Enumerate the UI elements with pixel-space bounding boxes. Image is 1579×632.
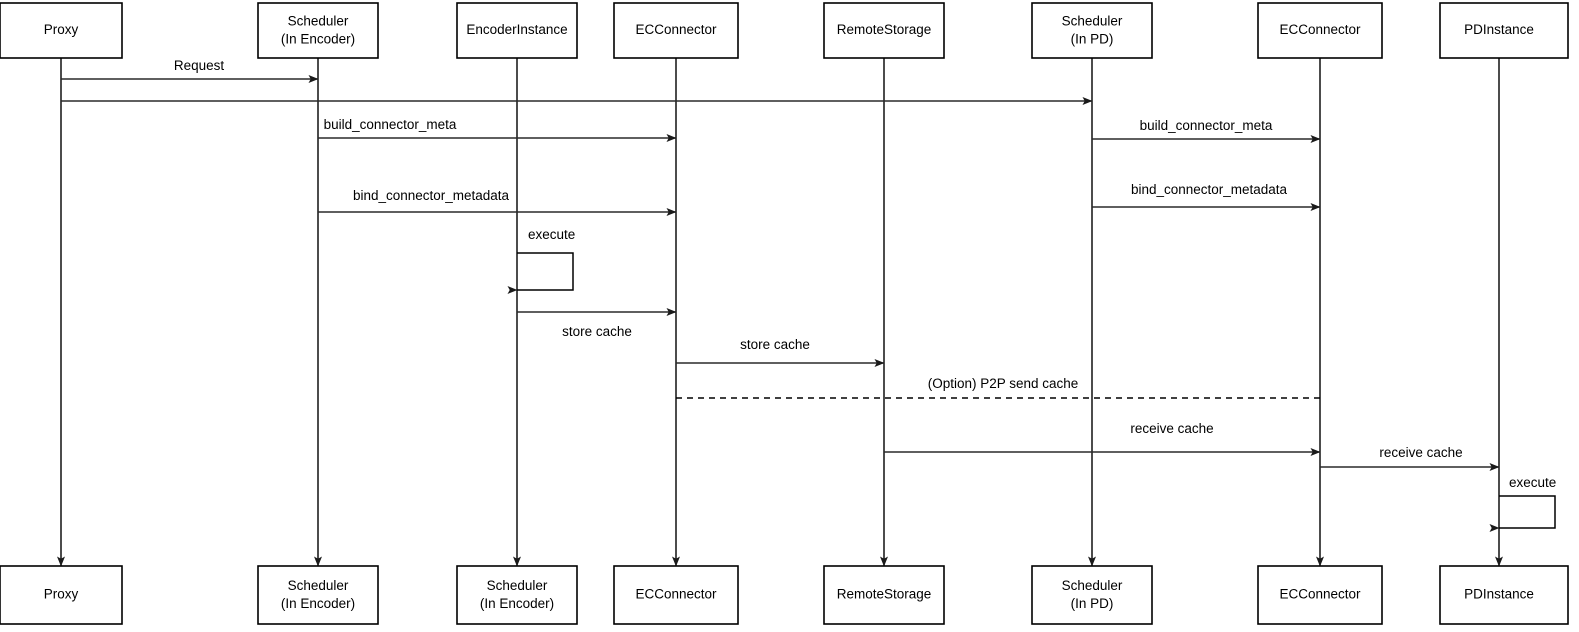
participant-box-pd_inst-top[interactable]: PDInstance (1439, 2, 1569, 59)
participant-box-ec_conn_a-top[interactable]: ECConnector (613, 2, 739, 59)
message-label-m10: receive cache (1130, 421, 1213, 436)
messages-layer: Request build_connector_meta build_connect… (61, 58, 1500, 471)
self-message-s1[interactable]: execute (507, 227, 575, 294)
self-messages-layer: execute execute (507, 227, 1556, 532)
self-message-label-s1: execute (528, 227, 575, 242)
self-message-path-s2 (1489, 495, 1556, 532)
message-label-m5: bind_connector_metadata (353, 188, 510, 203)
message-label-m7: store cache (562, 324, 632, 339)
message-label-m3: build_connector_meta (324, 117, 457, 132)
participant-label-ec_conn_b-top: ECConnector (1279, 22, 1361, 37)
participant-label-pd_inst-bottom: PDInstance (1464, 587, 1534, 602)
participant-label-sched_enc-top: Scheduler(In Encoder) (281, 13, 355, 46)
participant-label-remote-top: RemoteStorage (837, 22, 932, 37)
participant-label-sched_pd-bottom: Scheduler(In PD) (1062, 578, 1123, 611)
participant-label-encoder_inst-top: EncoderInstance (466, 22, 567, 37)
lifelines-layer (57, 58, 1503, 567)
participant-label-sched_enc-bottom: Scheduler(In Encoder) (281, 578, 355, 611)
participant-label-encoder_inst-bottom: Scheduler(In Encoder) (480, 578, 554, 611)
message-label-m9: (Option) P2P send cache (928, 376, 1079, 391)
message-m11[interactable]: receive cache (1320, 445, 1500, 471)
participant-label-sched_pd-top: Scheduler(In PD) (1062, 13, 1123, 46)
self-message-label-s2: execute (1509, 475, 1556, 490)
message-m6[interactable]: bind_connector_metadata (1092, 182, 1321, 211)
message-m5[interactable]: bind_connector_metadata (318, 188, 677, 216)
participant-box-sched_pd-bottom[interactable]: Scheduler(In PD) (1031, 565, 1153, 625)
participant-label-ec_conn_a-top: ECConnector (635, 22, 717, 37)
participant-box-proxy-top[interactable]: Proxy (0, 2, 123, 59)
message-m9[interactable]: (Option) P2P send cache (676, 376, 1320, 399)
participant-box-sched_pd-top[interactable]: Scheduler(In PD) (1031, 2, 1153, 59)
top-participant-boxes: Proxy Scheduler(In Encoder) EncoderInstanc… (0, 2, 1569, 59)
message-m3[interactable]: build_connector_meta (318, 117, 677, 142)
message-label-m6: bind_connector_metadata (1131, 182, 1288, 197)
bottom-participant-boxes: Proxy Scheduler(In Encoder) Scheduler(In E… (0, 565, 1569, 625)
participant-label-pd_inst-top: PDInstance (1464, 22, 1534, 37)
message-m1[interactable]: Request (61, 58, 319, 83)
participant-box-ec_conn_b-top[interactable]: ECConnector (1257, 2, 1383, 59)
message-m8[interactable]: store cache (676, 337, 885, 367)
message-label-m4: build_connector_meta (1140, 118, 1273, 133)
message-label-m11: receive cache (1379, 445, 1462, 460)
self-message-path-s1 (507, 252, 574, 294)
message-label-m8: store cache (740, 337, 810, 352)
participant-box-sched_enc-bottom[interactable]: Scheduler(In Encoder) (257, 565, 379, 625)
participant-box-ec_conn_a-bottom[interactable]: ECConnector (613, 565, 739, 625)
message-m4[interactable]: build_connector_meta (1092, 118, 1321, 143)
self-message-s2[interactable]: execute (1489, 475, 1556, 532)
participant-box-encoder_inst-top[interactable]: EncoderInstance (456, 2, 578, 59)
participant-box-sched_enc-top[interactable]: Scheduler(In Encoder) (257, 2, 379, 59)
participant-box-remote-bottom[interactable]: RemoteStorage (823, 565, 945, 625)
message-m7[interactable]: store cache (517, 308, 677, 339)
message-label-m1: Request (174, 58, 225, 73)
participant-label-remote-bottom: RemoteStorage (837, 587, 932, 602)
participant-label-proxy-top: Proxy (44, 22, 79, 37)
participant-label-ec_conn_b-bottom: ECConnector (1279, 587, 1361, 602)
participant-box-proxy-bottom[interactable]: Proxy (0, 565, 123, 625)
message-m10[interactable]: receive cache (884, 421, 1321, 456)
participant-label-ec_conn_a-bottom: ECConnector (635, 587, 717, 602)
participant-box-remote-top[interactable]: RemoteStorage (823, 2, 945, 59)
participant-box-encoder_inst-bottom[interactable]: Scheduler(In Encoder) (456, 565, 578, 625)
participant-box-pd_inst-bottom[interactable]: PDInstance (1439, 565, 1569, 625)
participant-label-proxy-bottom: Proxy (44, 587, 79, 602)
participant-box-ec_conn_b-bottom[interactable]: ECConnector (1257, 565, 1383, 625)
